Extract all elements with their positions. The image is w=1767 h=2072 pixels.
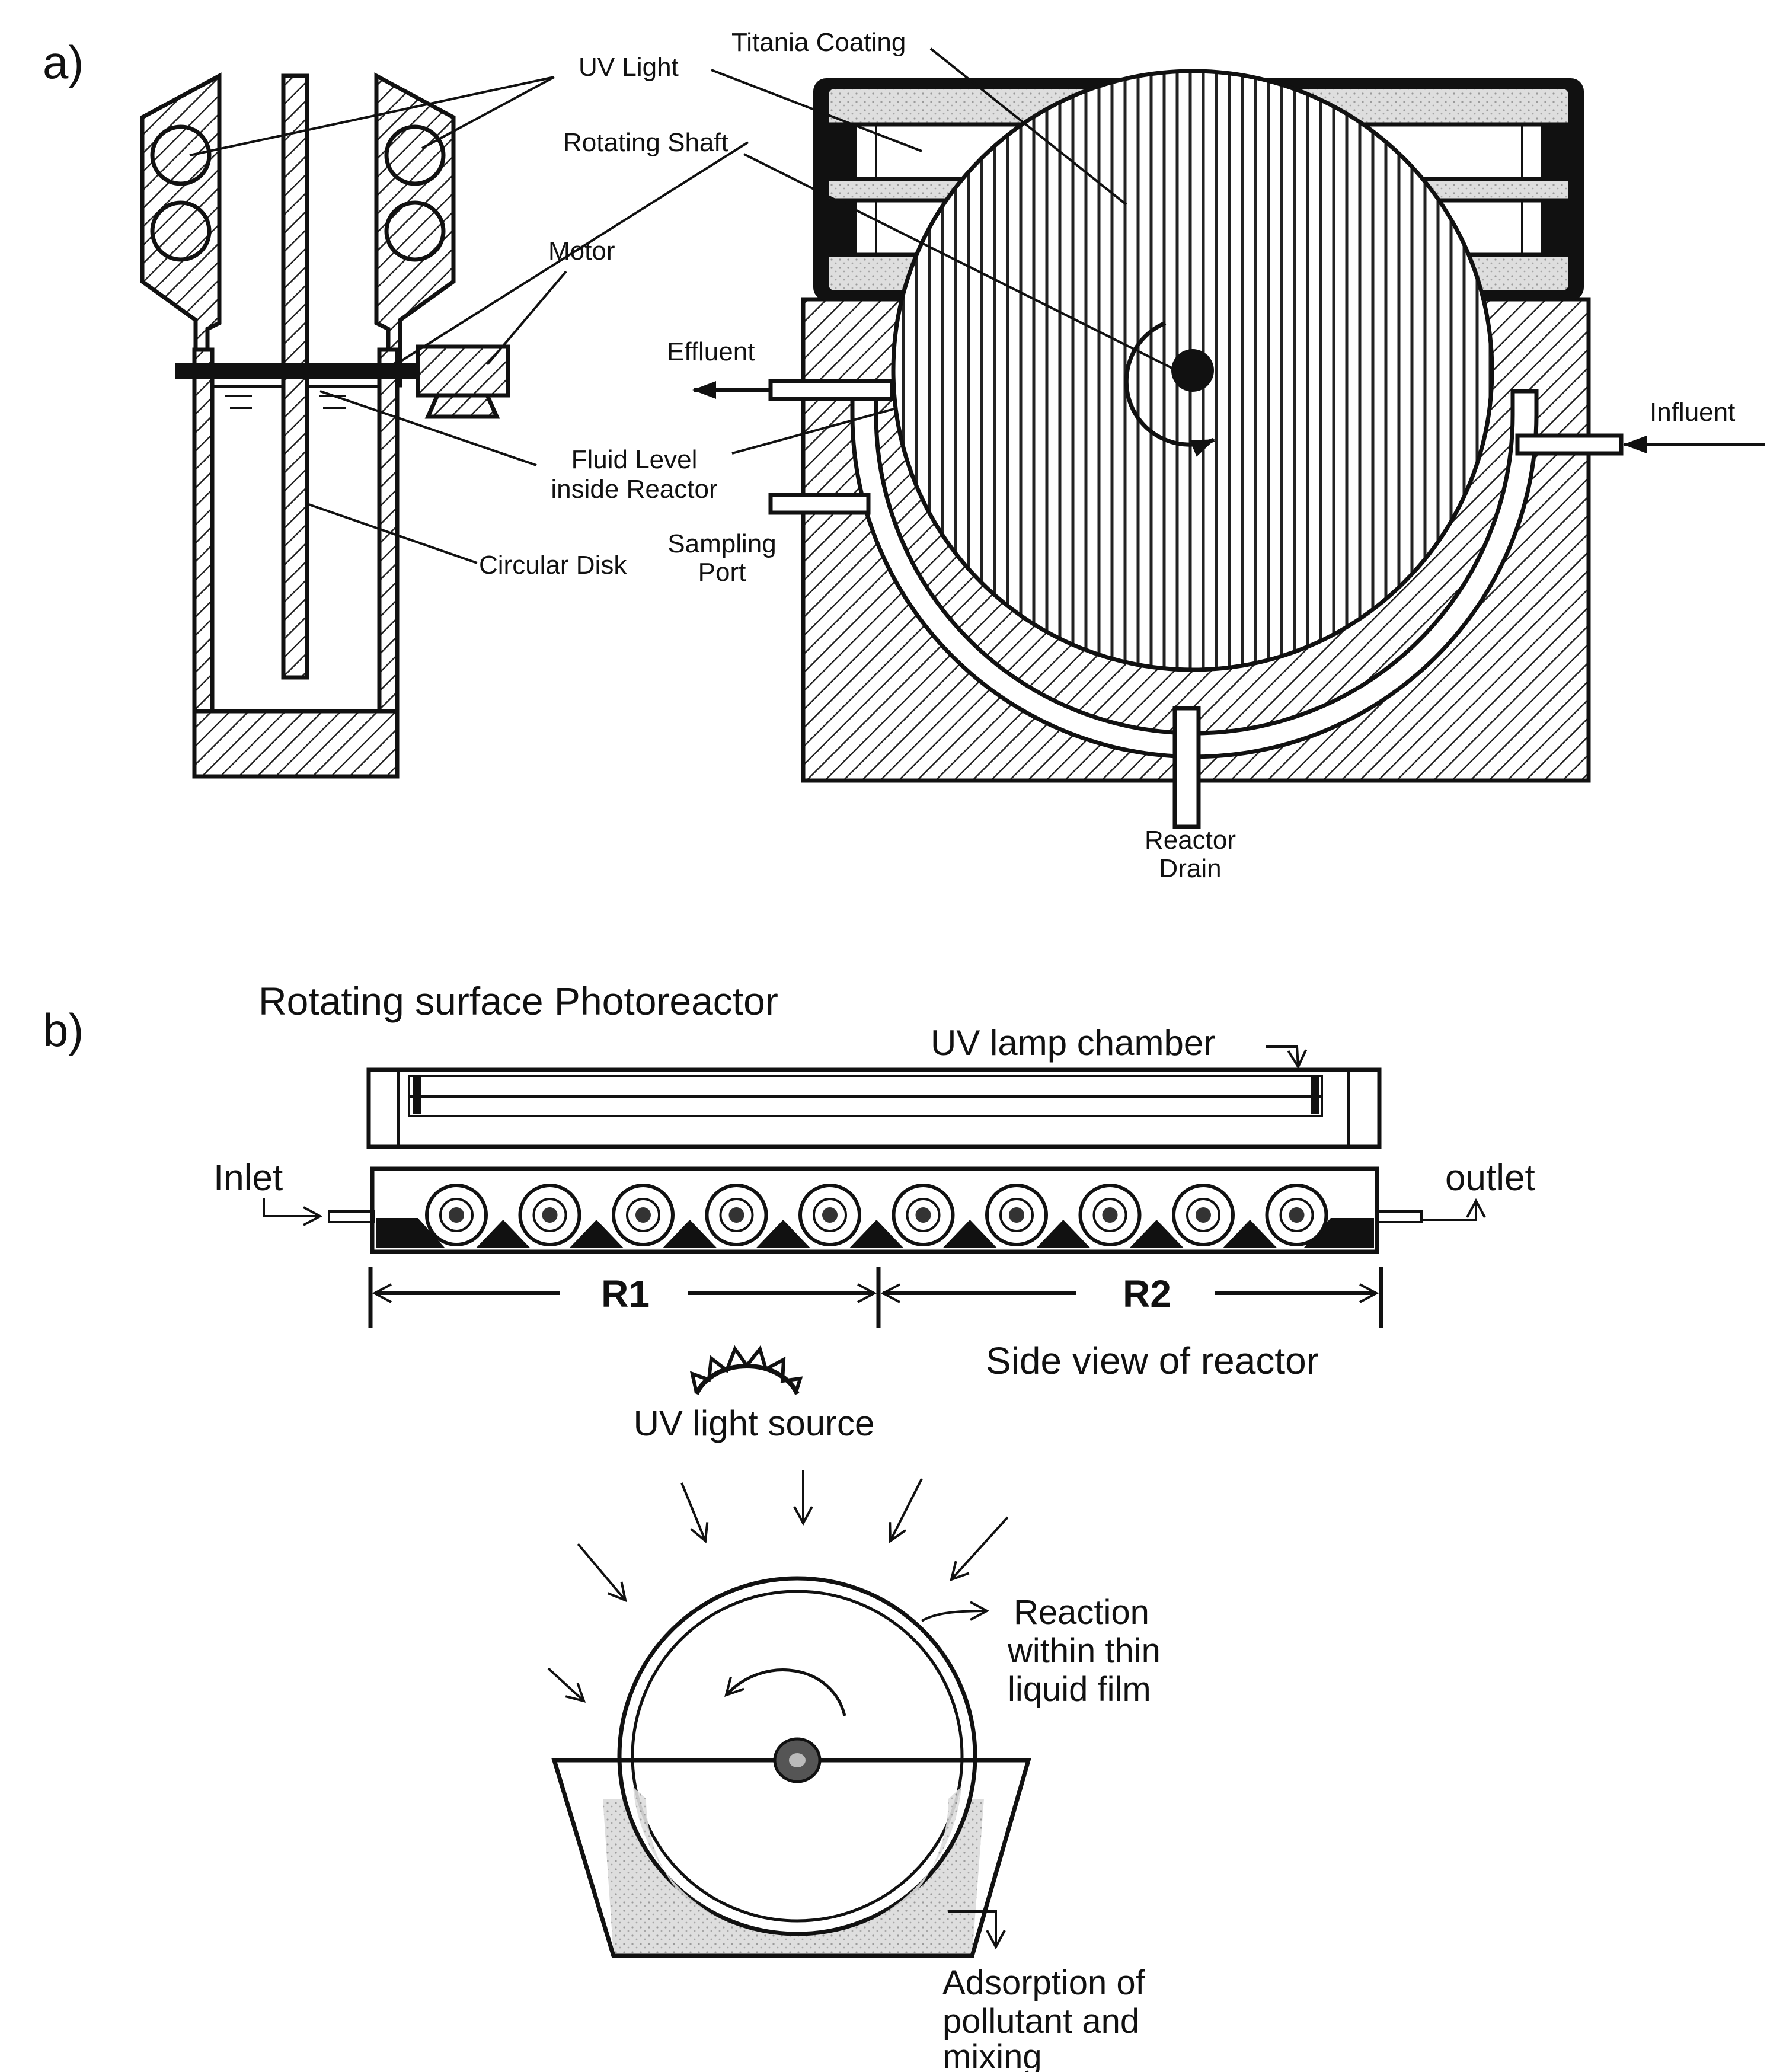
drum-thin-film — [631, 1590, 964, 1923]
left-wall — [192, 347, 215, 714]
trough-peak — [570, 1220, 624, 1248]
rotating-shaft — [175, 363, 418, 379]
rotating-shaft-label: Rotating Shaft — [563, 128, 728, 157]
motor-box — [416, 344, 510, 398]
titania-coating-label: Titania Coating — [731, 28, 906, 57]
uv-lamp-circle — [150, 124, 212, 186]
trough-peak — [1223, 1220, 1277, 1248]
reactor-base — [192, 709, 400, 779]
trough-peak — [476, 1220, 530, 1248]
rotating-disc — [425, 1184, 488, 1246]
panel-b-letter: b) — [43, 1004, 84, 1056]
rotating-shaft-end — [1171, 349, 1214, 392]
reaction-label-line2: within thin — [1007, 1632, 1161, 1670]
reactor-front-view — [768, 69, 1624, 829]
rotating-disc — [518, 1184, 581, 1246]
rotating-disc — [1265, 1184, 1328, 1246]
rotating-disc — [985, 1184, 1048, 1246]
trough-peak — [663, 1220, 717, 1248]
uv-lamp-chamber-label: UV lamp chamber — [931, 1023, 1215, 1063]
uv-lamp-chamber-side — [366, 1067, 1382, 1149]
outlet-label: outlet — [1445, 1157, 1535, 1198]
reactor-side-view — [328, 1166, 1423, 1254]
rotation-arrow — [1124, 321, 1215, 457]
effluent-pipe — [768, 379, 894, 401]
uv-lamp-circle — [384, 124, 446, 186]
reactor-drain-label-line1: Reactor — [1145, 826, 1236, 855]
fluid-level-label-line1: Fluid Level — [571, 445, 698, 474]
reaction-label-line3: liquid film — [1008, 1670, 1151, 1709]
circular-disk-label: Circular Disk — [479, 551, 627, 580]
side-view-label: Side view of reactor — [986, 1339, 1319, 1382]
reactor-drain-pipe — [1172, 706, 1201, 829]
trough-peak — [943, 1220, 997, 1248]
trough-peak — [756, 1220, 810, 1248]
rotating-disc — [798, 1184, 861, 1246]
rotating-disc — [1172, 1184, 1235, 1246]
r1-label: R1 — [601, 1272, 650, 1315]
influent-pipe — [1515, 433, 1624, 456]
uv-rays — [547, 1470, 1009, 1701]
panel-a-letter: a) — [43, 36, 84, 88]
uv-light-source-icon — [689, 1345, 803, 1395]
influent-label: Influent — [1650, 398, 1735, 427]
reactor-drain-label-line2: Drain — [1159, 854, 1221, 883]
rotating-disc — [1078, 1184, 1142, 1246]
adsorption-label-line3: mixing — [942, 2038, 1042, 2072]
sampling-port-pipe — [768, 493, 871, 515]
trough-peak — [1130, 1220, 1184, 1248]
outlet-arrow — [1423, 1201, 1476, 1221]
drum-rotation-arrow — [726, 1668, 846, 1716]
panel-b-title: Rotating surface Photoreactor — [258, 979, 778, 1023]
inlet-arrow — [263, 1198, 320, 1216]
reactor-segment-dimensions — [368, 1267, 1383, 1328]
rotating-disc — [705, 1184, 768, 1246]
reaction-label-line1: Reaction — [1014, 1593, 1149, 1632]
trough-peak — [1036, 1220, 1090, 1248]
sampling-port-label-line2: Port — [698, 558, 746, 587]
adsorption-label-line1: Adsorption of — [942, 1964, 1146, 2002]
rotating-disc — [892, 1184, 955, 1246]
rotating-discs-row — [425, 1184, 1328, 1246]
trough-peak — [849, 1220, 903, 1248]
r2-label: R2 — [1123, 1272, 1171, 1315]
motor-mount — [424, 393, 500, 419]
adsorption-label-line2: pollutant and — [942, 2002, 1139, 2041]
drum-cross-section — [551, 1576, 1031, 1958]
reactor-side-section — [140, 72, 510, 779]
inlet-label: Inlet — [213, 1157, 283, 1198]
fluid-level-label-line2: inside Reactor — [551, 475, 717, 504]
rotating-disc — [612, 1184, 675, 1246]
uv-light-label: UV Light — [579, 53, 679, 82]
motor-label: Motor — [548, 236, 615, 266]
uv-lamp-circle — [150, 200, 212, 262]
effluent-label: Effluent — [667, 337, 755, 366]
uv-lamp-circle — [384, 200, 446, 262]
reactor-trough — [850, 389, 1539, 759]
uv-light-source-label: UV light source — [634, 1403, 875, 1443]
trough-peaks — [476, 1220, 1277, 1248]
sampling-port-label-line1: Sampling — [667, 529, 776, 558]
